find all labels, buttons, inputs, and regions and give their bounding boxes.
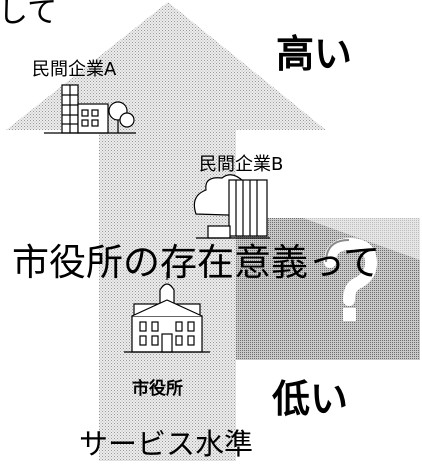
question-mark-icon [324,237,378,321]
city-hall-icon [124,272,210,353]
partial-title: して [0,0,58,30]
low-label: 低い [272,377,349,421]
company-a-label: 民間企業A [32,59,117,80]
question-box [236,218,420,360]
corporate-tower-icon [193,174,270,239]
high-label: 高い [276,32,353,76]
office-building-icon [44,84,136,134]
question-text: 市役所の存在意義って [12,241,381,284]
city-hall-label: 市役所 [132,379,183,399]
company-b-label: 民間企業B [199,154,284,175]
axis-label: サービス水準 [79,427,254,461]
